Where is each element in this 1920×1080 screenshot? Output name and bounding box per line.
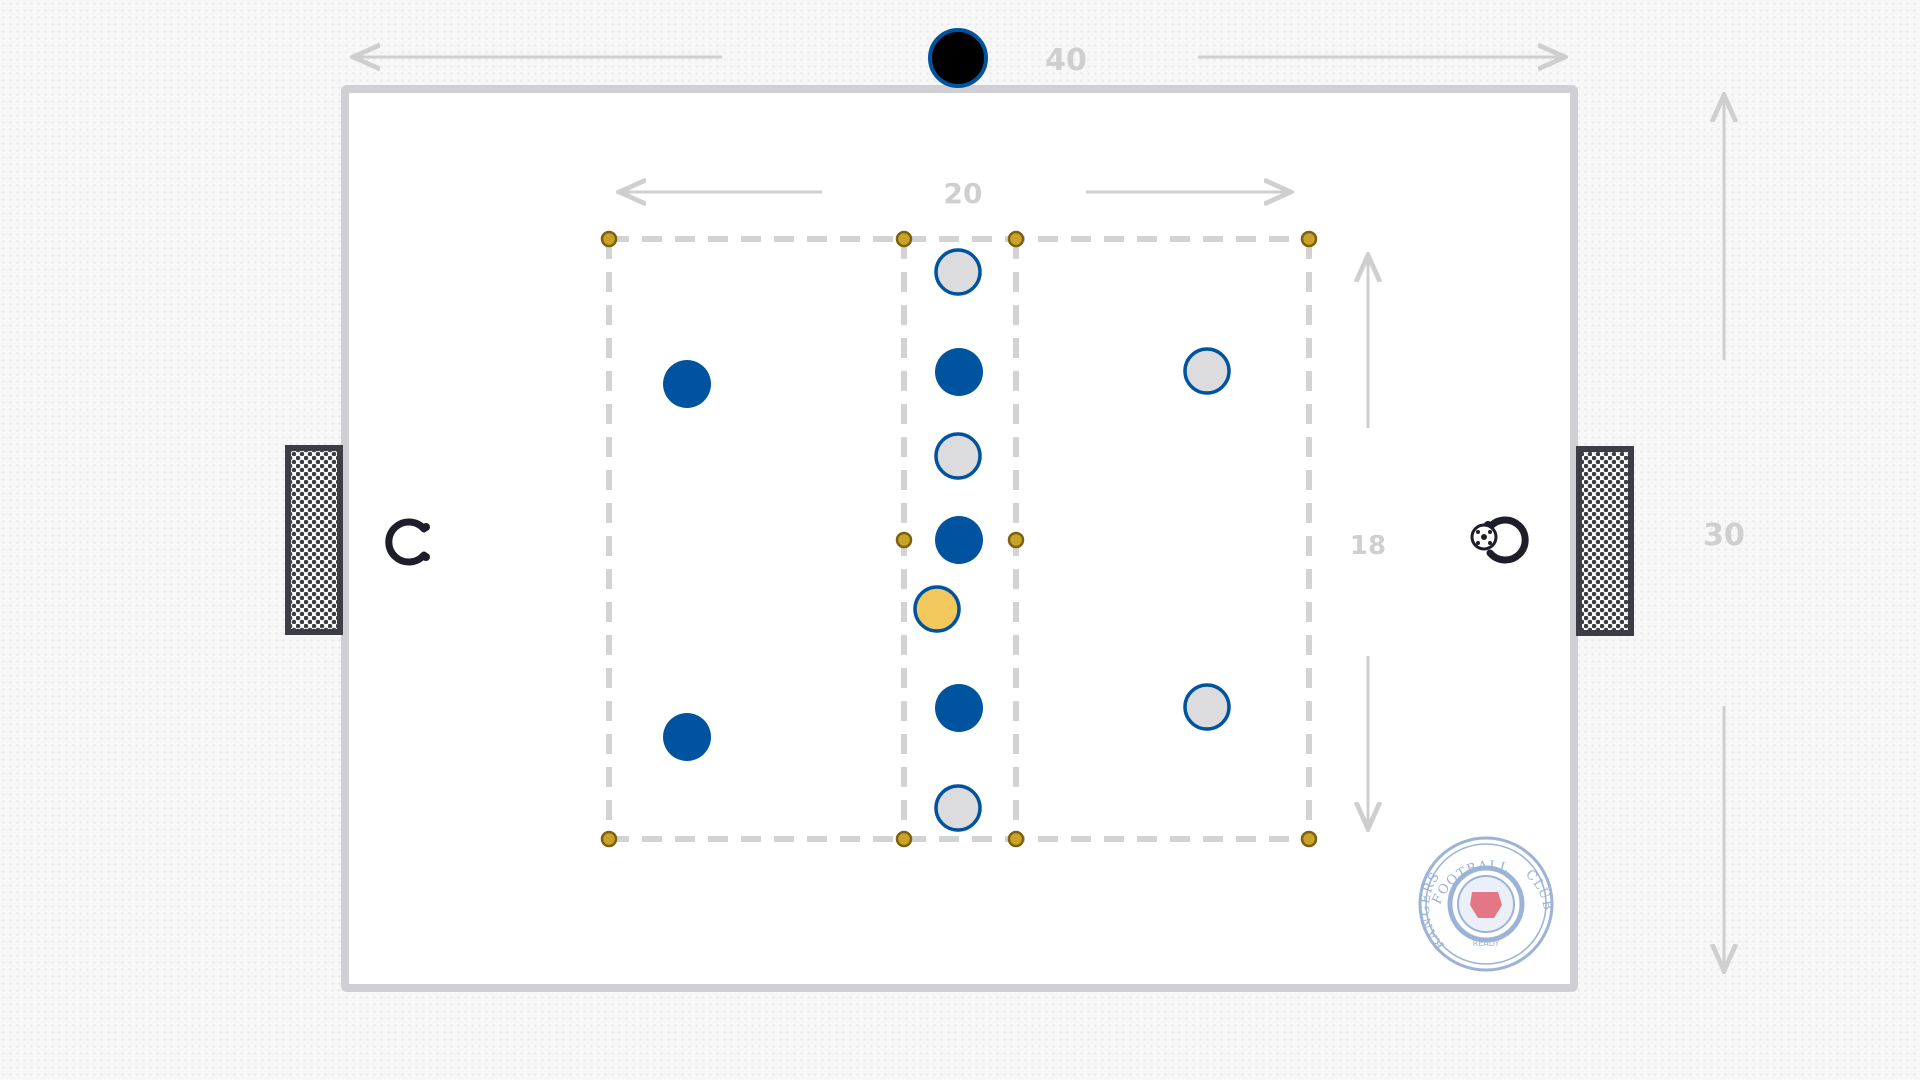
cone bbox=[895, 230, 913, 248]
blue-player bbox=[935, 516, 983, 564]
cone bbox=[895, 531, 913, 549]
blue-player bbox=[935, 348, 983, 396]
grey-player bbox=[934, 432, 982, 480]
grey-player bbox=[1183, 683, 1231, 731]
cone bbox=[600, 830, 618, 848]
pitch-width-label: 30 bbox=[1703, 518, 1745, 553]
zone-length-label: 20 bbox=[944, 177, 983, 210]
crest-bottom-text: READY bbox=[1473, 939, 1500, 948]
cone bbox=[1300, 230, 1318, 248]
grey-player bbox=[1183, 347, 1231, 395]
right-goal bbox=[1576, 446, 1634, 636]
grey-player bbox=[934, 784, 982, 832]
neutral-player bbox=[913, 585, 961, 633]
cone bbox=[1300, 830, 1318, 848]
cone bbox=[895, 830, 913, 848]
grey-team bbox=[934, 248, 1231, 832]
blue-player bbox=[663, 360, 711, 408]
blue-team bbox=[663, 348, 983, 761]
blue-player bbox=[935, 684, 983, 732]
black-player-icon bbox=[928, 28, 988, 88]
blue-player bbox=[663, 713, 711, 761]
cone bbox=[1007, 230, 1025, 248]
rangers-crest-logo: FOOTBALL RANGERS CLUB READY bbox=[1418, 836, 1554, 972]
cone bbox=[1007, 531, 1025, 549]
zone-width-label: 18 bbox=[1350, 531, 1386, 561]
grey-player bbox=[934, 248, 982, 296]
cone bbox=[600, 230, 618, 248]
pitch-length-label: 40 bbox=[1045, 43, 1087, 78]
cone bbox=[1007, 830, 1025, 848]
goalkeeper-icon bbox=[385, 518, 430, 566]
cones bbox=[600, 230, 1318, 848]
left-goal bbox=[285, 445, 343, 635]
goalkeeper-with-ball-icon bbox=[1470, 516, 1529, 564]
